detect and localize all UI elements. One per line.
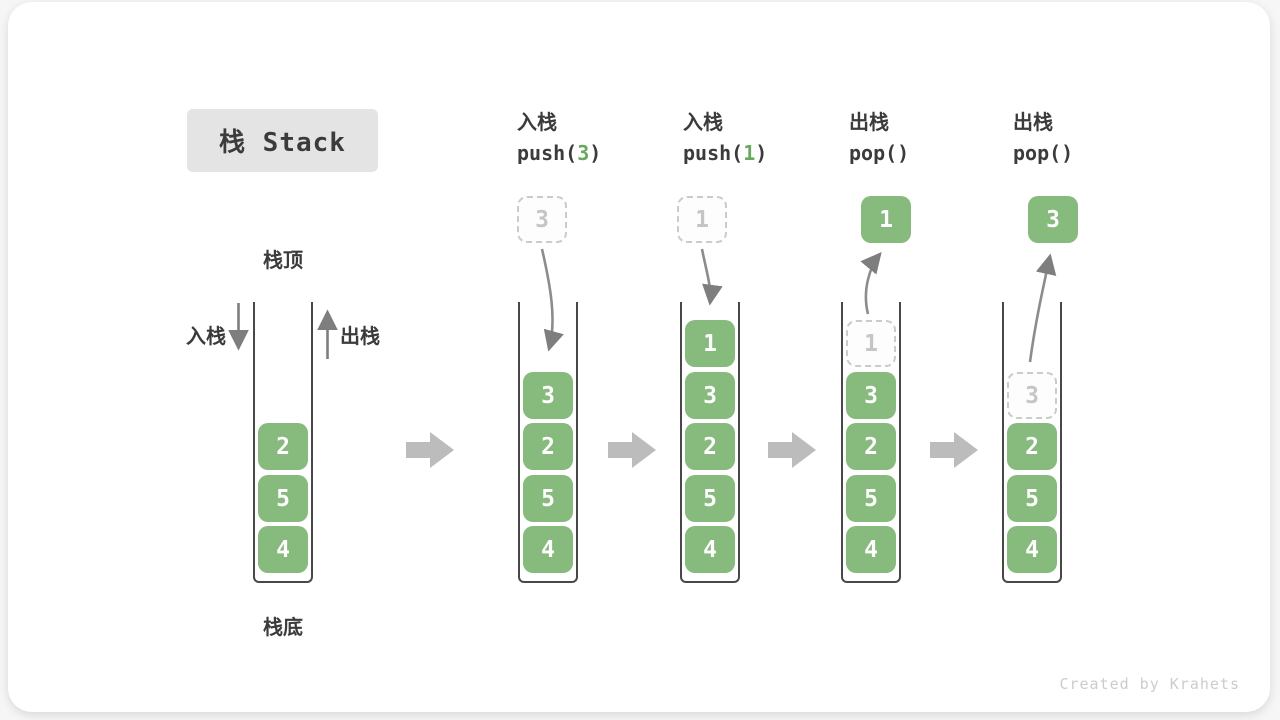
floating-cell: 1 bbox=[861, 196, 911, 243]
stack-cell: 3 bbox=[685, 372, 735, 419]
operation-label: 出栈 bbox=[1013, 110, 1053, 134]
stack-cell: 3 bbox=[846, 372, 896, 419]
floating-ghost-cell: 1 bbox=[677, 196, 727, 243]
code-pre: push( bbox=[683, 141, 744, 165]
code-pre: pop( bbox=[849, 141, 898, 165]
code-post: ) bbox=[755, 141, 768, 165]
stack-bottom-label: 栈底 bbox=[263, 615, 303, 639]
stack-container bbox=[841, 302, 901, 583]
code-post: ) bbox=[589, 141, 602, 165]
stack-cell: 5 bbox=[1007, 475, 1057, 522]
code-arg: 1 bbox=[743, 141, 756, 165]
floating-cell: 3 bbox=[1028, 196, 1078, 243]
stack-cell: 2 bbox=[523, 423, 573, 470]
code-pre: pop( bbox=[1013, 141, 1062, 165]
ghost-cell: 3 bbox=[1007, 372, 1057, 419]
code-post: ) bbox=[1061, 141, 1074, 165]
stack-cell: 2 bbox=[846, 423, 896, 470]
operation-label: 入栈 bbox=[683, 110, 723, 134]
stack-container bbox=[518, 302, 578, 583]
stack-cell: 4 bbox=[685, 526, 735, 573]
push-side-label: 入栈 bbox=[186, 324, 226, 348]
stack-cell: 2 bbox=[1007, 423, 1057, 470]
stack-cell: 5 bbox=[685, 475, 735, 522]
operation-code: pop() bbox=[1013, 141, 1073, 165]
operation-code: push(3) bbox=[517, 141, 601, 165]
stack-cell: 5 bbox=[258, 475, 308, 522]
stack-container bbox=[253, 302, 313, 583]
floating-ghost-cell: 3 bbox=[517, 196, 567, 243]
operation-label: 入栈 bbox=[517, 110, 557, 134]
ghost-cell: 1 bbox=[846, 320, 896, 367]
code-arg: 3 bbox=[577, 141, 590, 165]
stack-cell: 2 bbox=[258, 423, 308, 470]
pop-side-label: 出栈 bbox=[340, 324, 380, 348]
stack-cell: 4 bbox=[523, 526, 573, 573]
title-badge: 栈 Stack bbox=[187, 109, 378, 172]
stack-cell: 4 bbox=[258, 526, 308, 573]
watermark: Created by Krahets bbox=[1059, 675, 1240, 693]
stack-container bbox=[1002, 302, 1062, 583]
stack-cell: 4 bbox=[846, 526, 896, 573]
stack-top-label: 栈顶 bbox=[263, 248, 303, 272]
operation-code: pop() bbox=[849, 141, 909, 165]
code-pre: push( bbox=[517, 141, 578, 165]
stack-cell: 4 bbox=[1007, 526, 1057, 573]
stack-cell: 2 bbox=[685, 423, 735, 470]
stack-cell: 3 bbox=[523, 372, 573, 419]
stack-container bbox=[680, 302, 740, 583]
operation-code: push(1) bbox=[683, 141, 767, 165]
operation-label: 出栈 bbox=[849, 110, 889, 134]
stack-cell: 1 bbox=[685, 320, 735, 367]
stack-cell: 5 bbox=[846, 475, 896, 522]
code-post: ) bbox=[897, 141, 910, 165]
stack-cell: 5 bbox=[523, 475, 573, 522]
